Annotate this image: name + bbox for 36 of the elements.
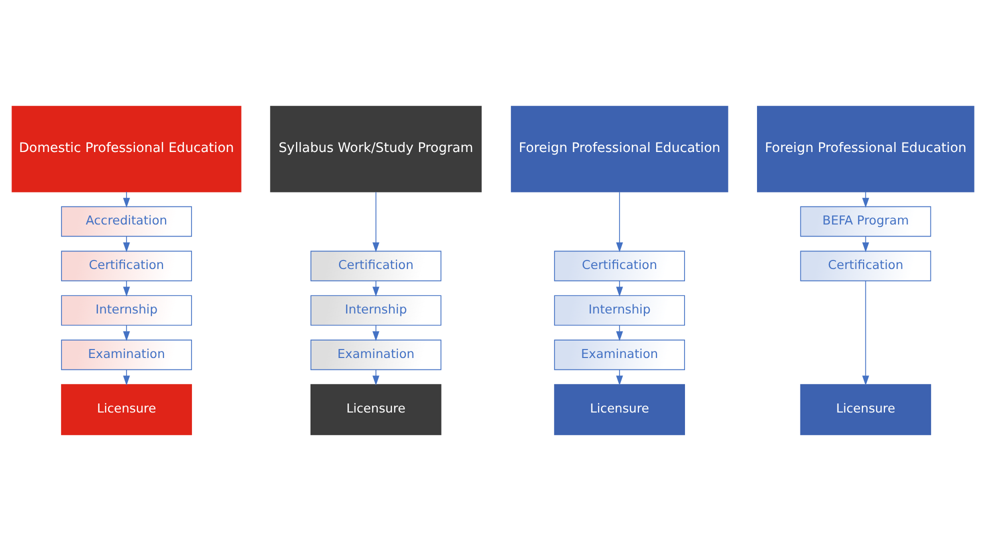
arrow	[123, 236, 130, 252]
arrow	[862, 280, 870, 386]
arrow	[616, 280, 624, 297]
node-box: Licensure	[554, 384, 685, 436]
node-box: BEFA Program	[800, 206, 932, 237]
node-box: Accreditation	[61, 206, 192, 237]
node-box: Internship	[554, 295, 685, 326]
arrow	[123, 192, 130, 208]
arrow	[862, 192, 870, 208]
arrow	[123, 280, 130, 297]
node-box: Foreign Professional Education	[757, 106, 974, 192]
arrow	[616, 192, 624, 252]
arrow	[123, 370, 130, 386]
node-box: Certification	[554, 250, 685, 282]
node-box: Foreign Professional Education	[510, 106, 728, 192]
arrow	[372, 324, 380, 342]
node-box: Examination	[61, 340, 192, 370]
node-box: Certification	[61, 250, 192, 282]
node-box: Certification	[310, 250, 442, 282]
arrow	[372, 280, 380, 297]
arrow	[862, 236, 870, 252]
arrow	[616, 324, 624, 342]
node-box: Certification	[800, 250, 932, 282]
node-box: Internship	[61, 295, 192, 326]
arrow	[372, 192, 380, 252]
arrow	[372, 370, 380, 386]
arrow	[616, 370, 624, 386]
node-box: Licensure	[310, 384, 442, 436]
node-box: Internship	[310, 295, 442, 326]
node-box: Licensure	[61, 384, 192, 436]
node-box: Licensure	[800, 384, 932, 436]
node-box: Domestic Professional Education	[12, 106, 242, 192]
arrow	[123, 324, 130, 342]
node-box: Syllabus Work/Study Program	[270, 106, 482, 192]
node-box: Examination	[554, 340, 685, 370]
node-box: Examination	[310, 340, 442, 370]
